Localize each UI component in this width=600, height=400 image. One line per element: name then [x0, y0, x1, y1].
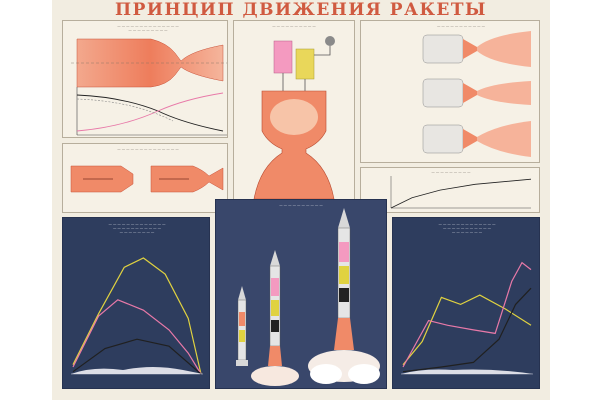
panel-chamber-halves: — — — — — — — — — — — — — —	[62, 143, 228, 213]
panel-nozzle-profile: — — — — — — — — — — — — — —— — — — — — —…	[62, 20, 228, 138]
nozzle-variant-2	[422, 78, 531, 108]
chamber-halves-caption: — — — — — — — — — — — — — —	[117, 147, 179, 151]
panel-rocket-stages: — — — — — — — — — —	[215, 199, 387, 389]
left-chart-caption: — — — — — — — — — — — — —— — — — — — — —…	[108, 222, 166, 235]
poster: ПРИНЦИП ДВИЖЕНИЯ РАКЕТЫ — — — — — — — — …	[52, 0, 550, 400]
combustion-flame	[270, 99, 318, 135]
left-chart-yellow-curve	[72, 257, 202, 375]
rocket-stages-caption: — — — — — — — — — —	[279, 203, 323, 207]
left-chart-plot	[71, 257, 203, 375]
nozzle-profile-drawing	[71, 38, 227, 136]
temperature-curve	[76, 98, 174, 122]
right-chart-plot	[401, 261, 533, 375]
panel-trajectory-chart-left: — — — — — — — — — — — — —— — — — — — — —…	[62, 217, 210, 389]
oxidizer-tank	[273, 40, 293, 74]
panel-nozzle-variants: — — — — — — — — — — —	[360, 20, 540, 163]
feed-lines	[282, 46, 331, 91]
left-chart-black-curve	[72, 338, 202, 375]
panel-engine-schematic: — — — — — — — — — —	[233, 20, 355, 213]
pressure-gas-bottle	[325, 36, 335, 46]
nozzle-variant-3	[422, 121, 531, 157]
velocity-chart-plot	[390, 176, 532, 209]
panel-velocity-chart: — — — — — — — — —	[360, 167, 540, 213]
nozzle-profile-caption: — — — — — — — — — — — — — —— — — — — — —…	[117, 24, 179, 33]
nozzle-variants-drawing	[422, 31, 531, 157]
velocity-chart-caption: — — — — — — — — —	[431, 170, 471, 174]
engine-schematic-caption: — — — — — — — — — —	[272, 24, 316, 28]
chamber-halves-drawing	[70, 165, 224, 193]
right-chart-black-curve	[402, 287, 532, 373]
right-chart-caption: — — — — — — — — — — — — —— — — — — — — —…	[438, 222, 496, 235]
nozzle-variant-1	[422, 31, 531, 67]
right-chart-pink-curve	[402, 261, 532, 368]
rocket-launch	[251, 250, 299, 386]
velocity-curve	[390, 178, 532, 209]
rocket-stages-drawing	[236, 208, 380, 386]
left-chart-pink-curve	[72, 299, 202, 375]
poster-title: ПРИНЦИП ДВИЖЕНИЯ РАКЕТЫ	[115, 0, 487, 20]
rocket-flight	[308, 208, 380, 384]
panel-trajectory-chart-right: — — — — — — — — — — — — —— — — — — — — —…	[392, 217, 540, 389]
fuel-tank	[295, 48, 315, 80]
rocket-idle	[236, 286, 248, 366]
right-chart-yellow-curve	[402, 294, 532, 366]
left-chart-ground	[71, 367, 203, 374]
nozzle-variants-caption: — — — — — — — — — — —	[436, 24, 486, 28]
velocity-curve	[76, 92, 224, 132]
right-chart-ground	[401, 369, 533, 374]
engine-schematic-drawing	[253, 36, 335, 200]
nozzle-body	[76, 38, 224, 88]
